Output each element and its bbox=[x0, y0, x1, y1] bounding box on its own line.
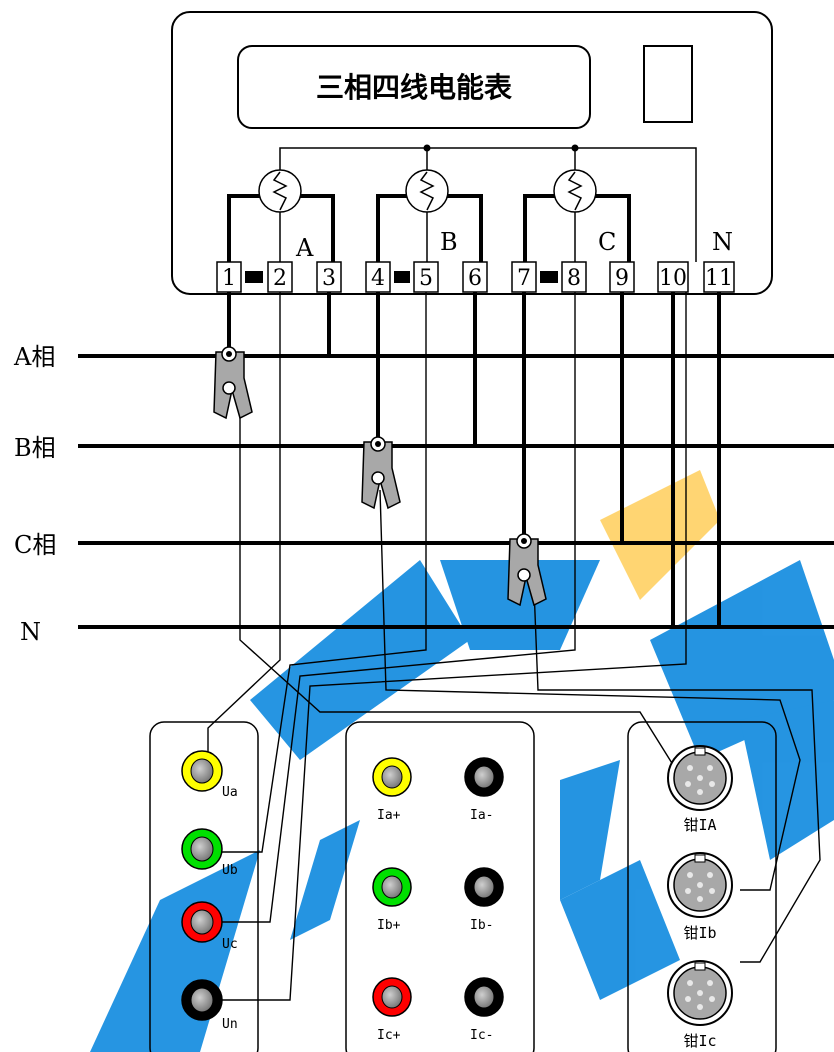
voltage-jack-un[interactable] bbox=[181, 979, 223, 1021]
current-jack-label-ib-minus: Ib- bbox=[470, 918, 493, 933]
voltage-jack-label-un: Un bbox=[222, 1017, 238, 1032]
line-label-b: B相 bbox=[14, 434, 56, 462]
voltage-jack-label-ub: Ub bbox=[222, 863, 238, 878]
terminal-1: 1 bbox=[222, 266, 236, 291]
clamp-connector-label-ic: 钳Ic bbox=[683, 1032, 716, 1050]
voltage-jack-uc[interactable] bbox=[181, 901, 223, 943]
clamp-connector-label-ib: 钳Ib bbox=[683, 924, 716, 942]
meter-mark-c: C bbox=[598, 228, 616, 256]
meter-mark-b: B bbox=[440, 228, 458, 256]
clamp-connector-ib[interactable] bbox=[667, 852, 733, 918]
meter-title: 三相四线电能表 bbox=[316, 71, 512, 104]
meter-box bbox=[171, 11, 773, 295]
line-label-c: C相 bbox=[14, 531, 56, 559]
clamp-c-icon bbox=[507, 533, 547, 607]
line-label-n: N bbox=[20, 618, 41, 646]
current-jack-ic-minus[interactable] bbox=[464, 977, 504, 1017]
current-jack-ia-plus[interactable] bbox=[372, 757, 412, 797]
terminal-10: 10 bbox=[659, 266, 687, 291]
clamp-b-icon bbox=[361, 436, 401, 510]
voltage-jack-ub[interactable] bbox=[181, 828, 223, 870]
terminal-8: 8 bbox=[567, 266, 581, 291]
clamp-connector-ic[interactable] bbox=[667, 960, 733, 1026]
current-jack-label-ia-plus: Ia+ bbox=[377, 808, 401, 823]
current-jack-ic-plus[interactable] bbox=[372, 977, 412, 1017]
current-jack-label-ic-minus: Ic- bbox=[470, 1028, 493, 1043]
terminal-2: 2 bbox=[273, 266, 287, 291]
terminal-5: 5 bbox=[419, 266, 433, 291]
voltage-jack-ua[interactable] bbox=[181, 750, 223, 792]
power-lines bbox=[78, 354, 834, 629]
voltage-bus bbox=[279, 147, 697, 262]
meter-title-box bbox=[237, 45, 591, 129]
terminal-3: 3 bbox=[322, 266, 336, 291]
current-jack-ia-minus[interactable] bbox=[464, 757, 504, 797]
current-jack-label-ia-minus: Ia- bbox=[470, 808, 493, 823]
voltage-jack-label-ua: Ua bbox=[222, 785, 238, 800]
voltage-jack-label-uc: Uc bbox=[222, 937, 238, 952]
coil-symbols bbox=[258, 169, 597, 213]
line-label-a: A相 bbox=[13, 343, 55, 371]
meter-feeders bbox=[227, 292, 721, 627]
current-jack-label-ib-plus: Ib+ bbox=[377, 918, 401, 933]
meter-mark-a: A bbox=[295, 234, 314, 262]
current-jack-label-ic-plus: Ic+ bbox=[377, 1028, 401, 1043]
voltage-panel bbox=[149, 721, 259, 1052]
terminal-links bbox=[245, 271, 558, 283]
coil-c-icon bbox=[553, 169, 597, 213]
terminal-11: 11 bbox=[705, 266, 733, 291]
current-jack-ib-plus[interactable] bbox=[372, 867, 412, 907]
clamp-a-icon bbox=[213, 346, 253, 420]
terminal-6: 6 bbox=[468, 266, 482, 291]
meter-display-square bbox=[643, 45, 693, 123]
terminal-7: 7 bbox=[517, 266, 531, 291]
terminal-4: 4 bbox=[371, 266, 385, 291]
test-leads bbox=[207, 292, 821, 1001]
current-panel bbox=[345, 721, 535, 1052]
terminal-9: 9 bbox=[615, 266, 629, 291]
current-jack-ib-minus[interactable] bbox=[464, 867, 504, 907]
coil-a-icon bbox=[258, 169, 302, 213]
meter-mark-n: N bbox=[712, 228, 733, 256]
clamp-connector-label-ia: 钳IA bbox=[683, 816, 716, 834]
coil-b-icon bbox=[405, 169, 449, 213]
clamp-panel bbox=[627, 721, 777, 1052]
clamp-connector-ia[interactable] bbox=[667, 745, 733, 811]
